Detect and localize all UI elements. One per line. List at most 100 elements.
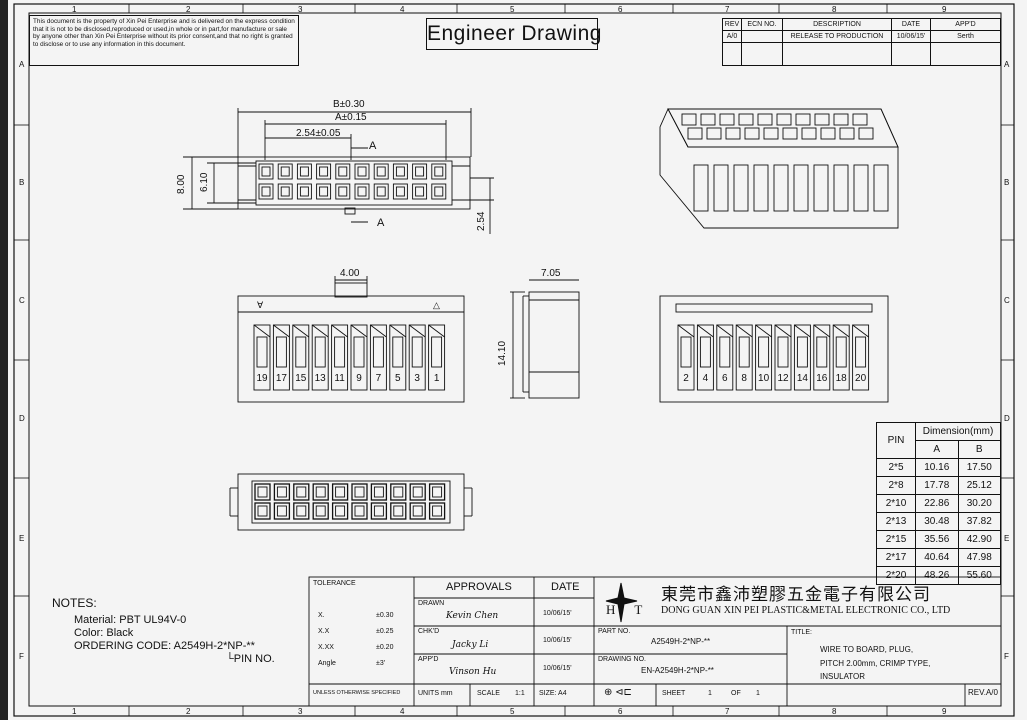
pin-number: 4: [702, 373, 709, 384]
table-cell: 35.56: [915, 530, 959, 549]
table-cell: 30.48: [915, 512, 959, 531]
table-cell: 2*8: [876, 476, 916, 495]
border-row-label: D: [1004, 414, 1010, 423]
tolerance-format: Angle: [318, 660, 336, 667]
top-cavity: [431, 163, 447, 180]
iso-cavity: [852, 113, 868, 126]
iso-cavity: [839, 127, 855, 140]
pin-number: 9: [356, 373, 362, 384]
bottom-cavity: [293, 502, 310, 520]
top-cavity: [296, 163, 312, 180]
dim-a: A±0.15: [335, 112, 367, 123]
tolerance-format: X.XX: [318, 644, 334, 651]
top-cavity: [335, 183, 351, 200]
table-cell: 2*20: [876, 566, 916, 585]
top-cavity: [431, 183, 447, 200]
tolerance-value: ±0.25: [376, 628, 394, 635]
border-col-label: 5: [510, 5, 515, 14]
disclaimer: This document is the property of Xin Pei…: [29, 15, 299, 66]
dim-b: B±0.30: [333, 99, 365, 110]
front-slot: [408, 324, 426, 391]
border-col-label: 1: [72, 707, 77, 716]
top-cavity: [392, 183, 408, 200]
top-cavity: [277, 163, 293, 180]
iso-latch: [713, 164, 729, 212]
title-line-3: INSULATOR: [820, 672, 866, 681]
border-row-label: A: [19, 60, 25, 69]
border-col-label: 7: [725, 707, 730, 716]
top-cavity: [258, 183, 274, 200]
pin-number: 1: [433, 373, 440, 384]
dimension-header: Dimension(mm): [915, 422, 1001, 441]
top-cavity: [354, 163, 370, 180]
iso-cavity: [795, 113, 811, 126]
table-cell: 2*15: [876, 530, 916, 549]
bottom-cavity: [351, 483, 368, 501]
iso-cavity: [738, 113, 754, 126]
pin-number: 5: [395, 373, 401, 384]
border-col-label: 3: [298, 5, 303, 14]
table-cell: 30.20: [957, 494, 1001, 513]
notes-ordering: ORDERING CODE: A2549H-2*NP-**: [74, 640, 255, 652]
bottom-cavity: [370, 502, 388, 520]
iso-cavity: [858, 127, 874, 140]
table-cell: 47.98: [957, 548, 1001, 567]
sheet-value: 1: [708, 690, 712, 697]
iso-cavity: [700, 113, 716, 126]
col-a-header: A: [915, 440, 959, 459]
border-col-label: 1: [72, 5, 77, 14]
bottom-cavity: [370, 483, 388, 501]
top-cavity: [316, 163, 332, 180]
table-cell: 2*13: [876, 512, 916, 531]
border-col-label: 5: [510, 707, 515, 716]
chkd-name: Jacky Li: [452, 640, 489, 650]
title-line-1: WIRE TO BOARD, PLUG,: [820, 645, 914, 654]
dim-height-610: 6.10: [199, 172, 210, 192]
table-cell: 48.26: [915, 566, 959, 585]
appd-header: APP'D: [930, 18, 1001, 31]
appd-name: Vinson Hu: [449, 667, 497, 677]
table-cell: 22.86: [915, 494, 959, 513]
scale-value: 1:1: [515, 690, 525, 697]
border-row-label: F: [1004, 652, 1009, 661]
iso-latch: [733, 164, 749, 212]
bottom-cavity: [254, 483, 271, 501]
bottom-cavity: [254, 502, 271, 520]
front-slot: [755, 324, 773, 391]
border-col-label: 7: [725, 5, 730, 14]
col-b-header: B: [957, 440, 1001, 459]
pin-number: 2: [683, 373, 689, 384]
pin-number: 10: [758, 373, 770, 384]
table-cell: 2*10: [876, 494, 916, 513]
table-cell: 17.50: [957, 458, 1001, 477]
notes-material: Material: PBT UL94V-0: [74, 614, 187, 626]
part-label: PART NO.: [598, 628, 631, 635]
iso-latch: [773, 164, 789, 212]
iso-cavity: [706, 127, 722, 140]
bottom-cavity: [273, 502, 291, 520]
pin-number: 11: [334, 373, 345, 384]
pin-number: 8: [741, 373, 747, 384]
bottom-cavity: [293, 483, 310, 501]
top-cavity: [316, 183, 332, 200]
revision-table: REV ECN NO. DESCRIPTION DATE APP'D A/0 R…: [722, 18, 1001, 66]
of-label: OF: [731, 690, 741, 697]
dim-width-400: 4.00: [340, 268, 360, 279]
border-col-label: 3: [298, 707, 303, 716]
dim-pitch-254: 2.54: [476, 211, 487, 231]
iso-cavity: [681, 113, 697, 126]
bottom-cavity: [409, 502, 426, 520]
title-line-2: PITCH 2.00mm, CRIMP TYPE,: [820, 659, 931, 668]
drawing-number: EN-A2549H-2*NP-**: [641, 666, 714, 675]
appd-date: 10/06/15': [543, 665, 572, 672]
pin-number: 14: [796, 373, 808, 384]
front-slot: [852, 324, 870, 391]
front-slot: [311, 324, 329, 391]
tolerance-footer: UNLESS OTHERWISE SPECIFIED: [313, 690, 401, 696]
border-col-label: 6: [618, 5, 623, 14]
drawn-label: DRAWN: [418, 600, 445, 607]
dim-width-705: 7.05: [541, 268, 561, 279]
pin-number: 6: [722, 373, 728, 384]
front-slot: [272, 324, 290, 391]
dim-height-1410: 14.10: [497, 340, 508, 366]
